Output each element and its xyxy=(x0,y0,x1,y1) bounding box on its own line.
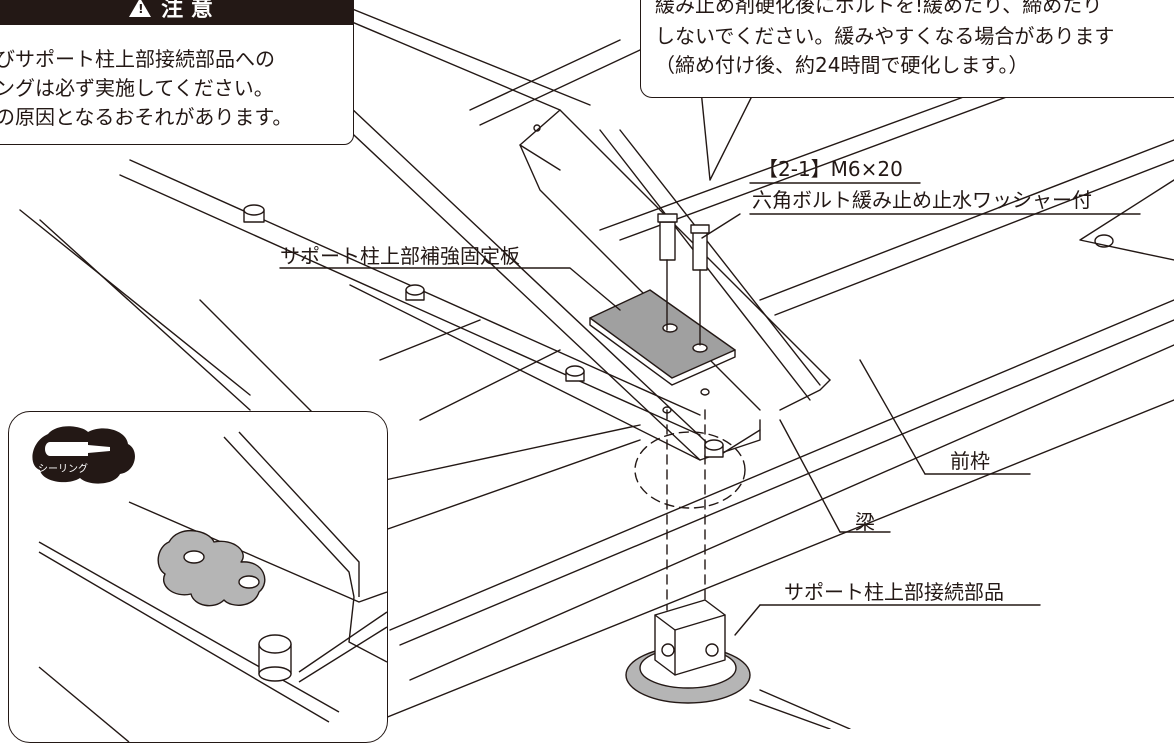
note-line-2: しないでください。緩みやすくなる場合があります xyxy=(655,24,1115,48)
warning-icon: ! xyxy=(129,0,152,17)
sealing-detail-inset xyxy=(8,411,388,743)
caution-line-3: の原因となるおそれがあります。 xyxy=(0,105,293,129)
caution-box: ! 注 意 びサポート柱上部接続部品への ングは必ず実施してください。 の原因と… xyxy=(0,0,354,145)
bolt-code-label: 【2-1】M6×20 xyxy=(758,157,903,181)
front-frame-beam xyxy=(379,179,1174,721)
caution-header: ! 注 意 xyxy=(0,0,353,25)
sealant-blob xyxy=(157,529,266,607)
inset-drawing xyxy=(38,431,387,742)
leader-lines xyxy=(279,79,1141,729)
note-line-1: 緩み止め剤硬化後にボルトを!緩めたり、締めたり xyxy=(655,0,1103,17)
front-frame-label: 前枠 xyxy=(950,449,990,473)
caution-title: 注 意 xyxy=(161,0,213,22)
sealing-gun-icon xyxy=(32,426,135,484)
bolt-name-label: 六角ボルト緩み止め止水ワッシャー付 xyxy=(752,188,1092,212)
hex-bolts xyxy=(657,213,710,346)
sealing-badge-label: シーリング xyxy=(38,464,88,475)
support-connector-part xyxy=(625,599,751,704)
caution-line-1: びサポート柱上部接続部品への xyxy=(0,47,275,71)
beam-label: 梁 xyxy=(855,510,875,534)
note-callout: 緩み止め剤硬化後にボルトを!緩めたり、締めたり しないでください。緩みやすくなる… xyxy=(640,0,1174,98)
caution-line-2: ングは必ず実施してください。 xyxy=(0,76,274,100)
rail-bolt-heads xyxy=(243,204,1114,458)
roof-panel-lines xyxy=(19,19,1174,436)
note-line-3: （締め付け後、約24時間で硬化します。） xyxy=(655,53,1029,77)
plate-label: サポート柱上部補強固定板 xyxy=(280,244,520,268)
connector-label: サポート柱上部接続部品 xyxy=(784,580,1004,604)
